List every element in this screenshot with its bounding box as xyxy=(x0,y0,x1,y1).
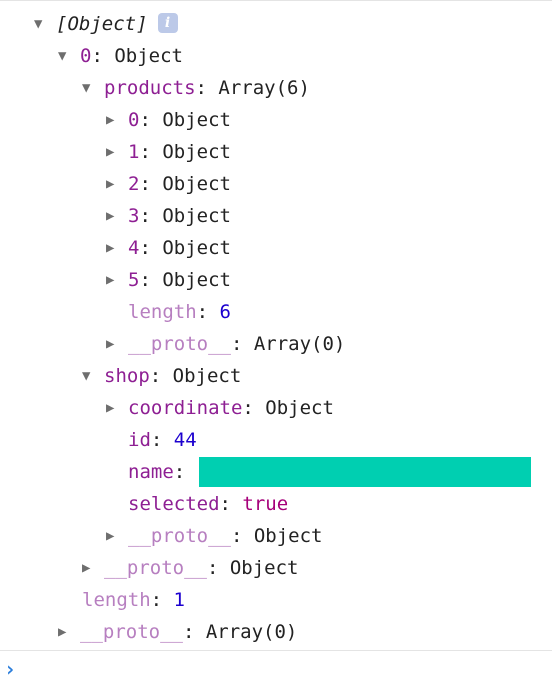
products-key: products xyxy=(104,77,196,99)
root-proto-key: __proto__ xyxy=(80,621,183,643)
products-proto-key: __proto__ xyxy=(128,333,231,355)
redacted-value-block xyxy=(198,457,531,487)
item0-proto-value: Object xyxy=(229,557,299,579)
root-label: [Object] xyxy=(56,13,148,35)
product-item-type: Object xyxy=(162,173,231,195)
tree-row-shop[interactable]: ▼shop: Object xyxy=(0,360,552,392)
coordinate-key: coordinate xyxy=(128,397,243,419)
root-length-key: length xyxy=(82,589,151,611)
tree-row-item0-proto[interactable]: ▶__proto__: Object xyxy=(0,552,552,584)
product-item-key: 1 xyxy=(128,141,140,163)
tree-row-root[interactable]: ▼ [Object] i xyxy=(0,8,552,40)
info-icon[interactable]: i xyxy=(157,12,178,33)
tree-row-id: id: 44 xyxy=(128,429,197,451)
root-proto-value: Array(0) xyxy=(205,621,298,643)
tree-row-product-item[interactable]: ▶5: Object xyxy=(0,264,552,296)
products-type: Array(6) xyxy=(218,77,310,99)
triangle-right-icon[interactable]: ▶ xyxy=(106,112,115,128)
console-output: ▼[Object]i ▼0: Object ▼products: Array(6… xyxy=(0,8,552,648)
product-item-type: Object xyxy=(162,141,231,163)
products-length-value: 6 xyxy=(219,301,231,323)
triangle-right-icon[interactable]: ▶ xyxy=(106,240,115,256)
triangle-down-icon[interactable]: ▼ xyxy=(82,80,91,96)
products-length-key: length xyxy=(128,301,197,323)
selected-key: selected xyxy=(128,493,220,515)
tree-row-shop-proto[interactable]: ▶__proto__: Object xyxy=(0,520,552,552)
tree-row-root-proto[interactable]: ▶__proto__: Array(0) xyxy=(0,616,552,648)
triangle-right-icon[interactable]: ▶ xyxy=(106,208,115,224)
triangle-right-icon[interactable]: ▶ xyxy=(58,624,67,640)
triangle-right-icon[interactable]: ▶ xyxy=(106,400,115,416)
root-length-value: 1 xyxy=(173,589,185,611)
name-key: name xyxy=(128,461,174,483)
tree-row-coordinate[interactable]: ▶coordinate: Object xyxy=(0,392,552,424)
products-proto-value: Array(0) xyxy=(253,333,346,355)
triangle-right-icon[interactable]: ▶ xyxy=(82,560,91,576)
triangle-right-icon[interactable]: ▶ xyxy=(106,176,115,192)
product-item-key: 2 xyxy=(128,173,140,195)
shop-proto-key: __proto__ xyxy=(128,525,231,547)
tree-row-product-item[interactable]: ▶0: Object xyxy=(0,104,552,136)
tree-row-product-item[interactable]: ▶2: Object xyxy=(0,168,552,200)
item0-type: Object xyxy=(114,45,183,67)
triangle-down-icon[interactable]: ▼ xyxy=(34,16,43,32)
product-item-type: Object xyxy=(162,109,231,131)
product-item-type: Object xyxy=(162,237,231,259)
product-item-key: 4 xyxy=(128,237,140,259)
tree-row-selected: selected: true xyxy=(128,493,289,515)
triangle-right-icon[interactable]: ▶ xyxy=(106,528,115,544)
shop-type: Object xyxy=(172,365,242,387)
chevron-right-icon[interactable]: › xyxy=(4,657,17,681)
tree-row-products-proto[interactable]: ▶__proto__: Array(0) xyxy=(0,328,552,360)
tree-row-products-length: length: 6 xyxy=(128,301,231,323)
item0-proto-key: __proto__ xyxy=(104,557,207,579)
triangle-right-icon[interactable]: ▶ xyxy=(106,336,115,352)
tree-row-product-item[interactable]: ▶1: Object xyxy=(0,136,552,168)
tree-row-product-item[interactable]: ▶3: Object xyxy=(0,200,552,232)
product-item-type: Object xyxy=(162,205,231,227)
prompt-divider xyxy=(0,650,552,651)
product-item-key: 3 xyxy=(128,205,140,227)
id-key: id xyxy=(128,429,151,451)
shop-proto-value: Object xyxy=(253,525,323,547)
tree-row-product-item[interactable]: ▶4: Object xyxy=(0,232,552,264)
triangle-right-icon[interactable]: ▶ xyxy=(106,144,115,160)
id-value: 44 xyxy=(173,429,197,451)
triangle-down-icon[interactable]: ▼ xyxy=(58,48,67,64)
triangle-down-icon[interactable]: ▼ xyxy=(82,368,91,384)
tree-row-name: name: xyxy=(0,456,552,488)
product-item-key: 5 xyxy=(128,269,140,291)
tree-row-item0[interactable]: ▼0: Object xyxy=(0,40,552,72)
item0-key: 0 xyxy=(80,45,92,67)
tree-row-products[interactable]: ▼products: Array(6) xyxy=(0,72,552,104)
shop-key: shop xyxy=(104,365,150,387)
product-item-key: 0 xyxy=(128,109,140,131)
console-top-border xyxy=(0,0,552,1)
triangle-right-icon[interactable]: ▶ xyxy=(106,272,115,288)
coordinate-type: Object xyxy=(265,397,334,419)
product-item-type: Object xyxy=(162,269,231,291)
tree-row-root-length: length: 1 xyxy=(82,589,185,611)
selected-value: true xyxy=(242,493,289,515)
